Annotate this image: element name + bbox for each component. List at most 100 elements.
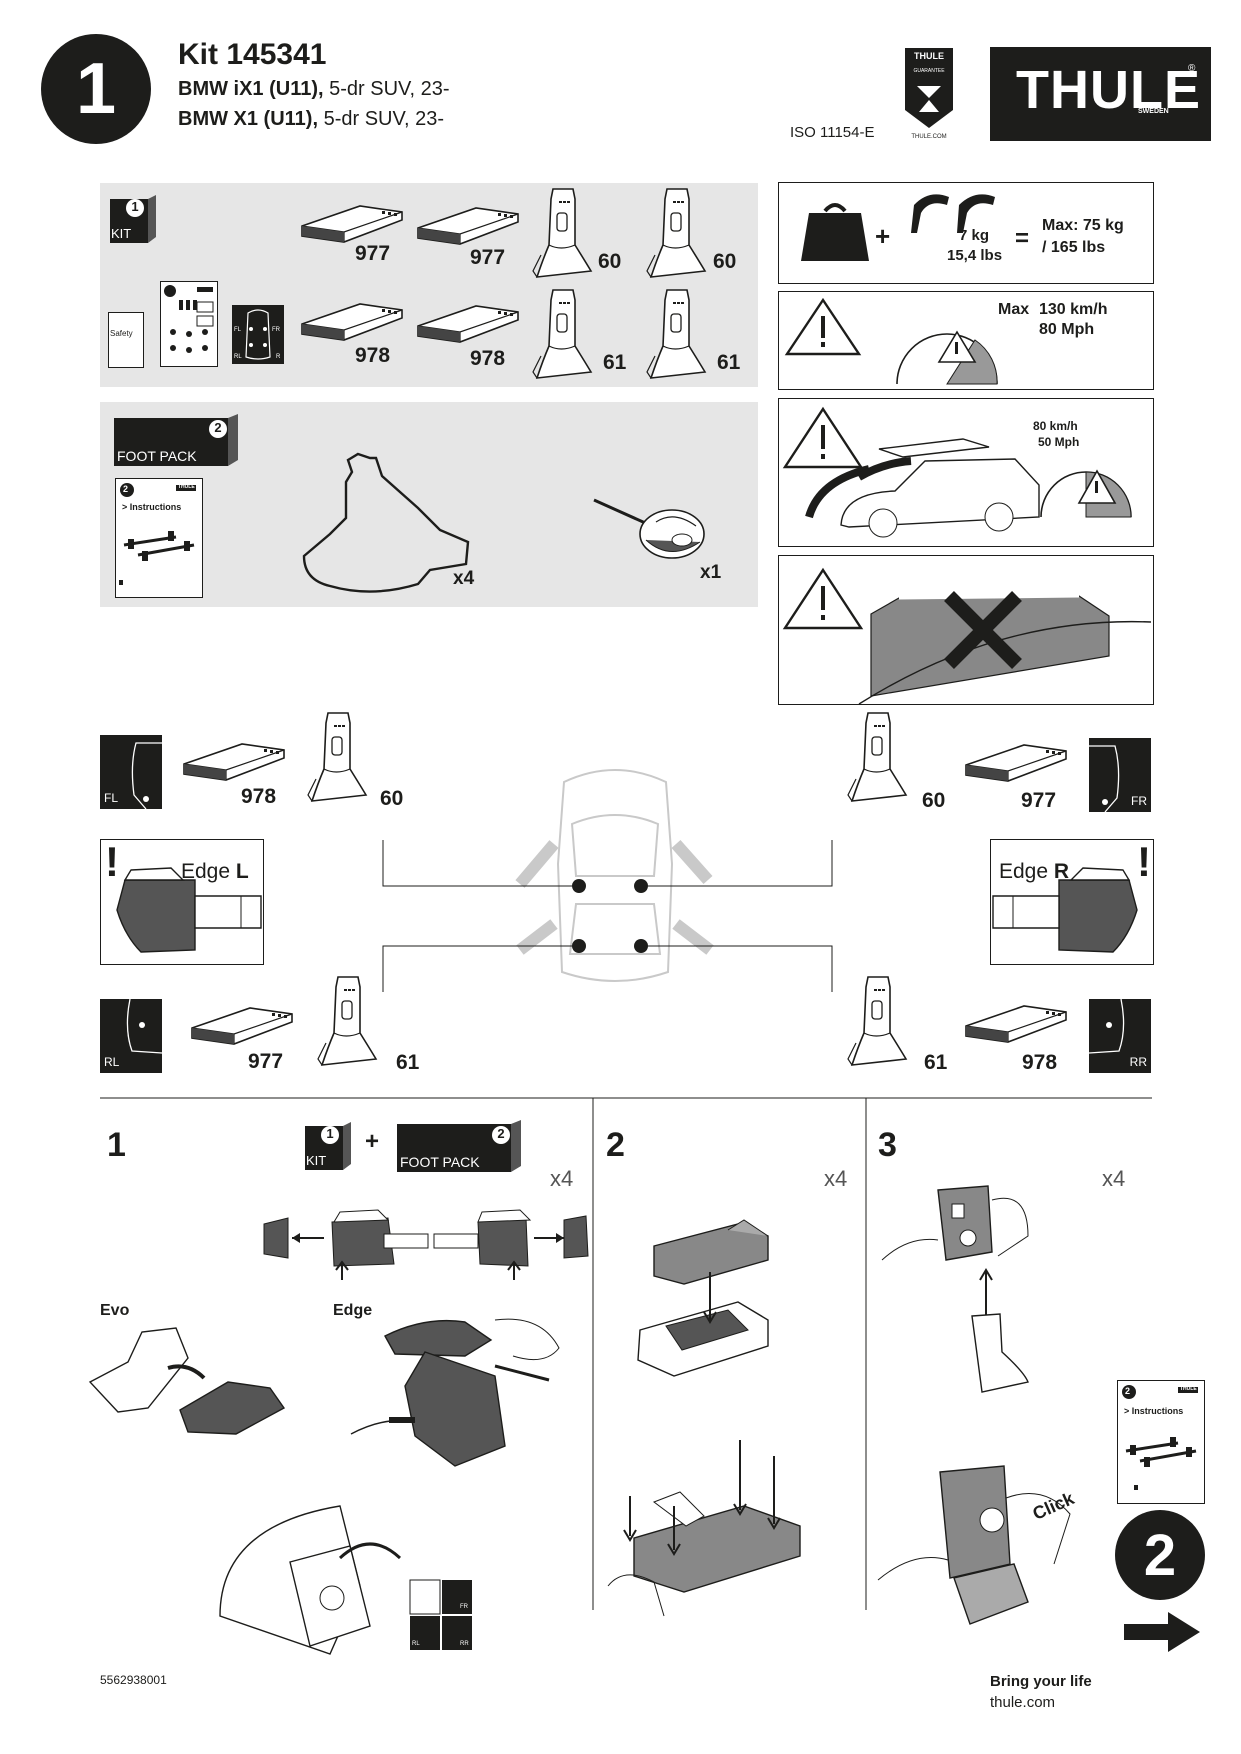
corner-rl: RL xyxy=(100,998,163,1073)
edge-foot-hand-illustration xyxy=(350,1318,560,1467)
speed-warning-box: Max 130 km/h 80 Mph xyxy=(778,291,1154,390)
car-with-load-icons xyxy=(782,406,1132,538)
kit-box: 1 KIT xyxy=(108,193,158,245)
vehicle-line-2: BMW X1 (U11), 5-dr SUV, 23- xyxy=(178,108,444,131)
edge-text: Edge xyxy=(181,860,236,883)
booklet-num: 2 xyxy=(123,484,129,494)
step-number-badge: 1 xyxy=(41,34,151,144)
kit-box-num: 1 xyxy=(131,199,139,214)
iso-label: ISO 11154-E xyxy=(790,124,875,141)
foot-attach-illustration xyxy=(881,1185,1029,1393)
guarantee-badge: THULE GUARANTEE THULE.COM xyxy=(903,46,955,140)
edge-foot-left-icon xyxy=(116,867,262,953)
mount-point-rr xyxy=(634,939,648,953)
mini-corner-label: RR xyxy=(460,1641,469,1647)
vehicle-model: BMW iX1 (U11), xyxy=(178,78,324,100)
thule-logo: THULE SWEDEN ® xyxy=(990,47,1211,141)
key-tool-icon xyxy=(593,498,705,559)
edge-right-box: ! Edge R xyxy=(990,838,1154,965)
max-load-kg: Max: 75 kg xyxy=(1042,217,1124,234)
pad-press-illustration xyxy=(607,1440,801,1617)
vehicle-spec: 5-dr SUV, 23- xyxy=(318,108,445,130)
load-warning-box: + 7 kg 15,4 lbs = Max: 75 kg / 165 lbs xyxy=(778,182,1154,284)
edge-right-label: Edge R xyxy=(999,860,1069,884)
vehicle-spec: 5-dr SUV, 23- xyxy=(323,78,450,100)
foot-pack-num: 2 xyxy=(497,1126,505,1141)
plus-sign: + xyxy=(875,221,891,251)
next-step-number: 2 xyxy=(1143,1522,1177,1588)
corner-fr: FR xyxy=(1089,738,1151,813)
edge-label: Edge xyxy=(333,1302,373,1319)
car-door-icon xyxy=(131,742,162,810)
foot-pack-booklet: 2 THULE > Instructions xyxy=(115,478,203,598)
booklet-num: 2 xyxy=(1125,1386,1131,1396)
edge-left-label: Edge L xyxy=(181,860,249,884)
part-number: 978 xyxy=(1022,1051,1058,1074)
box-icon xyxy=(110,195,156,243)
foot-pack-box: 2 FOOT PACK xyxy=(112,412,240,468)
edge-left-box: ! Edge L xyxy=(100,838,264,965)
next-step-badge: 2 xyxy=(1115,1510,1205,1600)
step-3-number: 3 xyxy=(878,1126,897,1164)
max-speed-label: Max xyxy=(998,301,1030,318)
load-speed-mph: 50 Mph xyxy=(1038,435,1080,449)
edge-side: L xyxy=(235,860,249,883)
safety-booklet-label: Safety xyxy=(110,329,133,338)
load-speed-kmh: 80 km/h xyxy=(1033,419,1078,433)
kit-title: Kit 145341 xyxy=(178,38,327,71)
max-speed-mph: 80 Mph xyxy=(1039,321,1095,338)
foot-click-illustration xyxy=(877,1465,1071,1625)
website-link[interactable]: thule.com xyxy=(990,1694,1056,1711)
box-icon xyxy=(114,414,238,466)
step-number: 1 xyxy=(75,49,117,129)
speed-warning-icons xyxy=(784,297,998,385)
document-number: 5562938001 xyxy=(100,1673,167,1687)
instructions-thumbnail-icon xyxy=(164,285,214,353)
car-top-outline xyxy=(515,769,714,982)
step-1-number: 1 xyxy=(107,1126,126,1164)
vehicle-model: BMW X1 (U11), xyxy=(178,108,319,130)
mount-point-rl xyxy=(572,939,586,953)
rubber-pad-outline xyxy=(302,452,470,593)
step-2-number: 2 xyxy=(606,1126,625,1164)
edge-text: Edge xyxy=(999,860,1054,883)
part-number: 977 xyxy=(355,242,391,265)
part-number: 60 xyxy=(713,250,737,273)
part-number: 61 xyxy=(603,351,627,374)
mini-corner-label: FR xyxy=(460,1604,468,1610)
logo-sweden: SWEDEN xyxy=(1138,108,1169,115)
booklet-text: > Instructions xyxy=(1124,1406,1184,1416)
guarantee-site: THULE.COM xyxy=(911,134,947,140)
mount-point-fr xyxy=(634,879,648,893)
load-weight-icons xyxy=(801,194,995,261)
step-2-quantity: x4 xyxy=(824,1166,848,1191)
corner-label: RL xyxy=(104,1055,120,1069)
car-topview-icon xyxy=(245,309,271,360)
guarantee-shield-icon xyxy=(905,48,953,128)
guarantee-label: GUARANTEE xyxy=(913,68,945,74)
step-3-quantity: x4 xyxy=(1102,1166,1126,1191)
evo-foot-illustration xyxy=(88,1327,286,1435)
box-icon xyxy=(305,1122,351,1170)
car-position-diagram: FL FR RL R xyxy=(232,305,284,364)
load-speed-warning-box: 80 km/h 50 Mph xyxy=(778,398,1154,547)
no-sunroof-warning-box xyxy=(778,555,1154,705)
corner-rr: RR xyxy=(1088,998,1151,1073)
corner-label: RR xyxy=(1129,1055,1147,1069)
mount-point-fl xyxy=(572,879,586,893)
car-door-icon xyxy=(1089,745,1120,813)
logo-wordmark: THULE xyxy=(1016,60,1201,120)
next-arrow-icon xyxy=(1124,1612,1200,1652)
pad-insert-illustration xyxy=(637,1219,769,1377)
part-number: 978 xyxy=(470,347,506,370)
roof-bars-thumbnail-icon xyxy=(1122,1385,1198,1490)
foot-pack-label: FOOT PACK xyxy=(400,1154,480,1170)
car-door-icon xyxy=(126,998,163,1054)
part-number: 60 xyxy=(598,250,622,273)
prohibited-x-icon xyxy=(944,591,1022,669)
step-1-mount-illustration xyxy=(219,1505,402,1655)
edge-side: R xyxy=(1053,860,1070,883)
slogan: Bring your life xyxy=(990,1673,1092,1690)
part-number: 977 xyxy=(1021,789,1057,812)
